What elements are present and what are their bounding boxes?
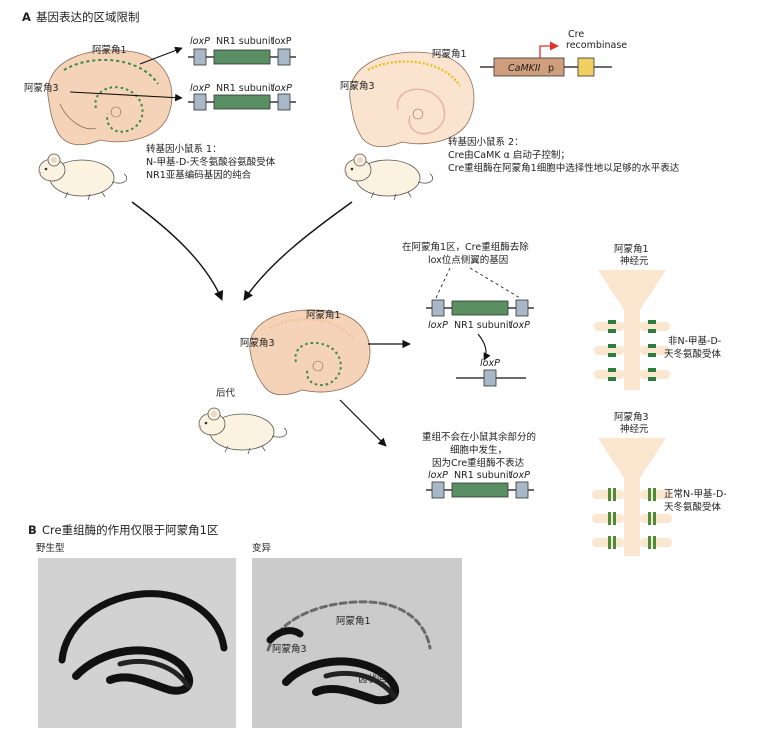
neuron-ca3-label2: 天冬氨酸受体 — [664, 501, 722, 513]
recombined-locus — [456, 369, 526, 387]
mouse2-caption-line1: 转基因小鼠系 2： — [448, 136, 524, 148]
construct1-loxp-left: loxP — [190, 36, 210, 47]
section-a-title: 基因表达的区域限制 — [36, 10, 140, 24]
construct4-loxp-right: loxP — [510, 470, 530, 481]
recombination-line1: 在阿蒙角1区，Cre重组酶去除 — [402, 241, 529, 253]
neuron-ca3-title1: 阿蒙角3 — [614, 411, 649, 423]
cre-construct — [480, 41, 612, 77]
construct3-nr1: NR1 subunit — [454, 320, 512, 331]
construct2-loxp-left: loxP — [190, 83, 210, 94]
brain-offspring — [249, 309, 371, 396]
offspring-ca3-label: 阿蒙角3 — [240, 337, 275, 349]
offspring-mouse-illustration — [198, 407, 288, 455]
wildtype-photo — [38, 558, 236, 728]
mouse2-illustration — [344, 153, 434, 201]
mouse2-caption-line2: Cre由CaMK α 启动子控制； — [448, 149, 570, 161]
section-a-letter: A — [22, 10, 31, 24]
photo-dg-label: 齿状回 — [358, 673, 387, 685]
construct2-nr1: NR1 subunit — [216, 83, 274, 94]
no-recombination-line2: 细胞中发生， — [450, 444, 507, 456]
mouse1-caption-line2: N-甲基-D-天冬氨酸谷氨酸受体 — [146, 156, 276, 168]
mouse1-caption-line3: NR1亚基编码基因的纯合 — [146, 169, 252, 181]
construct4-nr1: NR1 subunit — [454, 470, 512, 481]
mouse1-caption-line1: 转基因小鼠系 1： — [146, 143, 222, 155]
recombinase-label: recombinase — [566, 40, 627, 51]
mutant-label: 变异 — [252, 542, 272, 554]
neuron-ca1-label1: 非N-甲基-D- — [668, 335, 721, 347]
photo-ca3-label: 阿蒙角3 — [272, 643, 307, 655]
cre-label: Cre — [568, 29, 584, 40]
recombination-line2: lox位点侧翼的基因 — [428, 254, 508, 266]
construct2-loxp-right: loxP — [272, 83, 292, 94]
camk-label: CaMKII — [508, 63, 541, 74]
wildtype-label: 野生型 — [36, 542, 65, 554]
recombined-loxp-label: loxP — [480, 358, 500, 369]
neuron-ca1-title2: 神经元 — [620, 255, 649, 267]
brain-mouse2 — [349, 51, 475, 148]
photo-ca1-label: 阿蒙角1 — [336, 615, 371, 627]
offspring-label: 后代 — [216, 388, 236, 399]
gene-construct-1 — [187, 48, 297, 66]
construct1-loxp-right: loxP — [272, 36, 292, 47]
gene-construct-2 — [187, 93, 297, 111]
section-b-letter: B — [28, 523, 37, 537]
neuron-ca3-title2: 神经元 — [620, 423, 649, 435]
offspring-ca1-label: 阿蒙角1 — [306, 309, 341, 321]
gene-construct-unrecombined — [425, 481, 535, 499]
promoter-label: p — [548, 63, 554, 74]
mouse2-ca3-label: 阿蒙角3 — [340, 80, 375, 92]
mouse2-caption-line3: Cre重组酶在阿蒙角1细胞中选择性地以足够的水平表达 — [448, 162, 680, 174]
mutant-photo — [252, 558, 462, 728]
construct1-nr1: NR1 subunit — [216, 36, 274, 47]
mouse1-ca1-label: 阿蒙角1 — [92, 44, 127, 56]
mouse1-ca3-label: 阿蒙角3 — [24, 82, 59, 94]
neuron-ca1-label2: 天冬氨酸受体 — [664, 348, 722, 360]
neuron-ca1-title1: 阿蒙角1 — [614, 243, 649, 255]
section-b-title: Cre重组酶的作用仅限于阿蒙角1区 — [42, 523, 218, 537]
neuron-ca1 — [594, 270, 670, 390]
no-recombination-line3: 因为Cre重组酶不表达 — [432, 457, 525, 469]
construct3-loxp-right: loxP — [510, 320, 530, 331]
mouse2-ca1-label: 阿蒙角1 — [432, 48, 467, 60]
mouse1-illustration — [38, 153, 128, 201]
neuron-ca3-label1: 正常N-甲基-D- — [664, 488, 727, 500]
no-recombination-line1: 重组不会在小鼠其余部分的 — [422, 431, 536, 443]
brain-mouse1 — [47, 49, 173, 146]
construct3-loxp-left: loxP — [428, 320, 448, 331]
construct4-loxp-left: loxP — [428, 470, 448, 481]
gene-construct-offspring — [425, 299, 535, 317]
neuron-ca3 — [592, 438, 672, 556]
